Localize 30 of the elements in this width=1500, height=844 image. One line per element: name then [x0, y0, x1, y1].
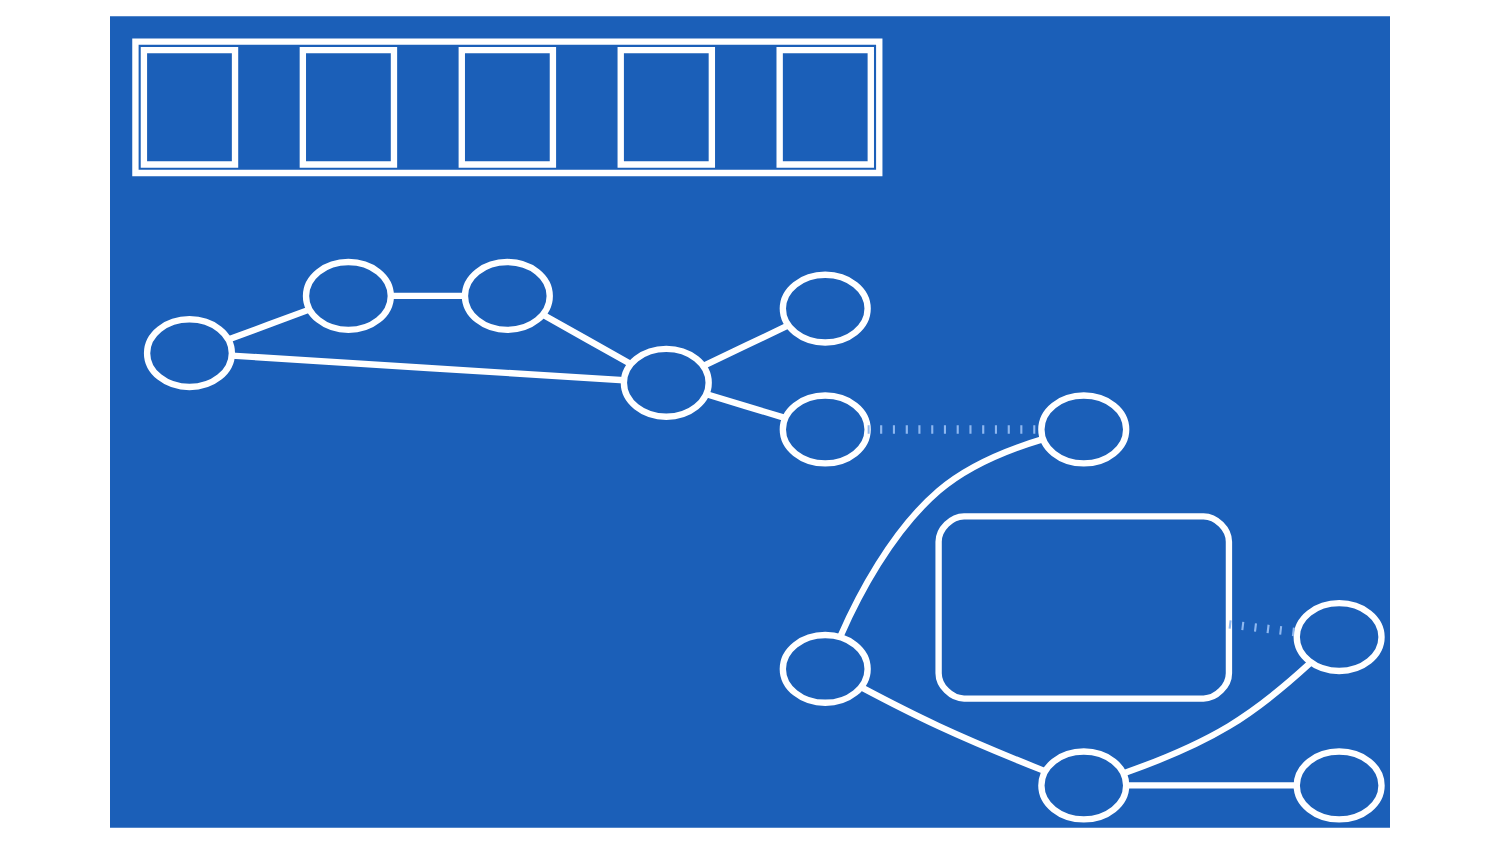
node-circle: [1293, 600, 1385, 675]
node-box: [299, 46, 398, 168]
node-circle: [779, 631, 871, 706]
node-circle: [143, 316, 236, 391]
connector: [837, 436, 1044, 638]
node-box: [935, 513, 1233, 702]
connector: [391, 292, 465, 300]
connector: [702, 322, 790, 369]
node-circle: [461, 258, 553, 333]
cluster: [132, 38, 883, 177]
connector: [541, 312, 633, 367]
connector: [1126, 782, 1296, 789]
node-circle: [1293, 748, 1385, 823]
node-box: [140, 46, 239, 168]
node-box: [458, 46, 557, 168]
connector: [231, 352, 625, 384]
node-circle: [779, 271, 871, 346]
node-box: [776, 46, 874, 168]
connector: [705, 391, 786, 421]
node-box: [617, 46, 716, 168]
node-circle: [779, 392, 871, 467]
connector: [859, 684, 1047, 775]
connector: [227, 306, 311, 343]
node-circle: [1038, 748, 1130, 823]
node-circle: [620, 345, 712, 420]
connector: [1228, 620, 1297, 637]
node-circle: [1038, 392, 1130, 467]
node-circle: [302, 258, 394, 333]
connector: [867, 425, 1041, 434]
connector: [1122, 660, 1313, 777]
